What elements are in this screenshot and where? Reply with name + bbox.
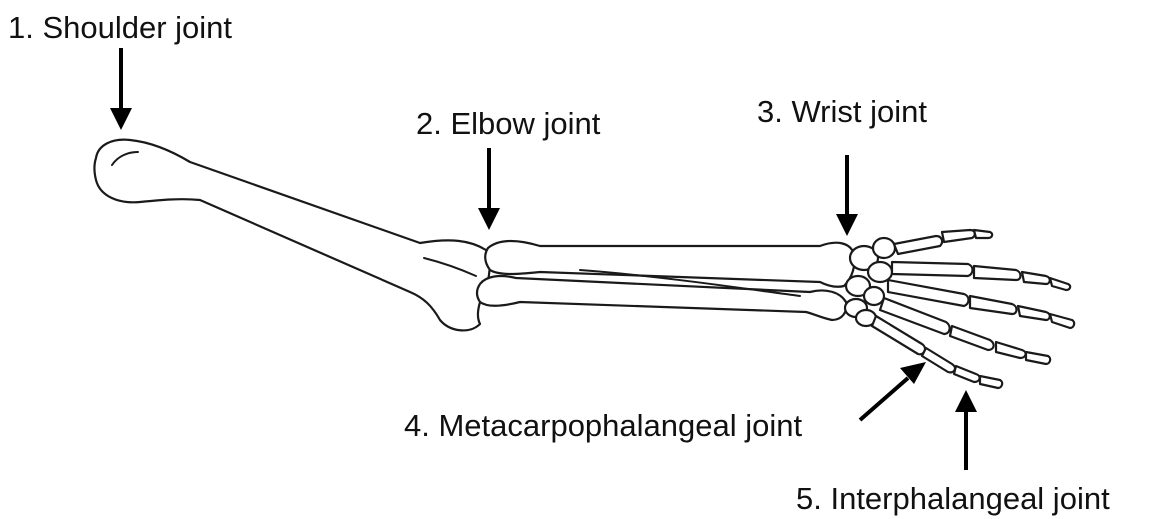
thumb-bones [894, 230, 992, 254]
elbow-joint-label: 2. Elbow joint [416, 108, 600, 139]
wrist-arrow [836, 155, 858, 236]
elbow-arrow [478, 148, 500, 230]
metacarpophalangeal-joint-label: 4. Metacarpophalangeal joint [404, 410, 802, 441]
shoulder-arrow [110, 48, 132, 130]
humerus-bone [95, 140, 490, 331]
wrist-joint-label: 3. Wrist joint [757, 96, 927, 127]
interphalangeal-arrow [955, 390, 977, 470]
shoulder-joint-label: 1. Shoulder joint [8, 12, 232, 43]
interphalangeal-joint-label: 5. Interphalangeal joint [796, 483, 1110, 514]
metacarpophalangeal-arrow [860, 362, 926, 420]
